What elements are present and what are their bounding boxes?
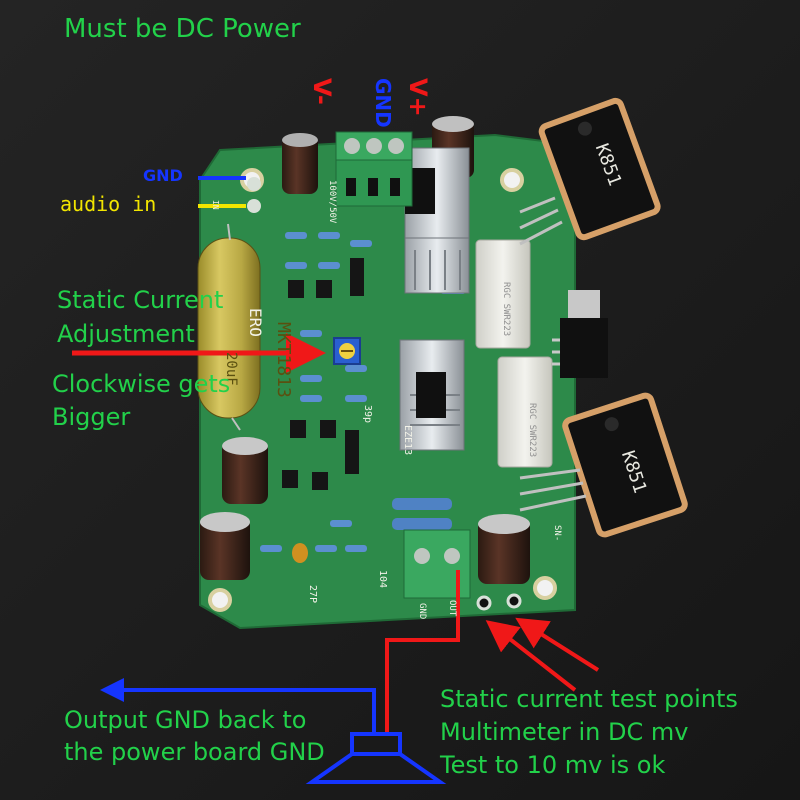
in-silk-label: IN	[211, 200, 220, 210]
cap-27p-label: 27P	[307, 585, 318, 603]
film-capacitor	[197, 223, 261, 431]
v-minus-label: V-	[308, 78, 336, 105]
output-terminal-block[interactable]	[403, 529, 471, 599]
power-polarity: V- GND V+	[308, 78, 432, 128]
output-wire	[385, 570, 460, 734]
input-gnd-label: GND	[143, 166, 183, 185]
red-arrow-icon	[515, 617, 600, 672]
input-pads[interactable]	[247, 177, 261, 213]
red-arrow-icon	[485, 620, 577, 692]
output-gnd-label: Output GND back to	[64, 706, 307, 734]
mounting-hole	[500, 168, 524, 192]
gnd-silk-label: GND	[417, 603, 427, 619]
power-resistors	[475, 239, 553, 468]
resistor-1-label: RGC SWR223	[501, 282, 511, 336]
resistor-2-label: RGC SWR223	[527, 403, 537, 457]
test-value-label: Test to 10 mv is ok	[440, 751, 666, 779]
blue-arrow-icon	[100, 678, 376, 734]
cap-104-label: 104	[377, 570, 388, 588]
capacitor-brand-label: ERO	[246, 308, 265, 337]
speaker-icon	[305, 732, 447, 784]
trim-potentiometer[interactable]	[333, 337, 361, 365]
resistor-array	[260, 232, 466, 552]
adjustment-label: Adjustment	[57, 320, 195, 348]
mounting-hole	[533, 576, 557, 600]
power-board-gnd-label: the power board GND	[64, 738, 325, 766]
cap-39p-label: 39p	[362, 405, 373, 423]
test-points[interactable]	[476, 593, 522, 611]
small-transistors	[282, 258, 364, 490]
v-plus-label: V+	[404, 78, 432, 117]
out-silk-label: OUT	[447, 600, 457, 617]
power-transistor-bottom	[519, 392, 688, 538]
power-terminal-block[interactable]	[335, 131, 413, 207]
regulator-transistor	[552, 290, 608, 378]
heatsinks	[399, 147, 470, 451]
cap-voltage-label: 100V/50V	[327, 180, 337, 224]
capacitor-value-label: 20uF	[223, 352, 239, 386]
electrolytic-capacitors	[200, 116, 530, 584]
part-code-label: EZE13	[402, 425, 413, 455]
power-transistor-top	[519, 97, 661, 246]
static-current-label: Static Current	[57, 286, 224, 314]
multimeter-label: Multimeter in DC mv	[440, 718, 689, 746]
title: Must be DC Power	[64, 14, 301, 44]
power-gnd-label: GND	[371, 78, 395, 128]
audio-in-label: audio in	[60, 192, 157, 216]
bigger-label: Bigger	[52, 403, 131, 431]
capacitor-model-label: MKT1813	[273, 322, 294, 398]
mounting-hole	[208, 588, 232, 612]
clockwise-label: Clockwise gets	[52, 370, 231, 398]
sn-silk-label: SN-	[552, 525, 562, 541]
test-points-label: Static current test points	[440, 685, 738, 713]
